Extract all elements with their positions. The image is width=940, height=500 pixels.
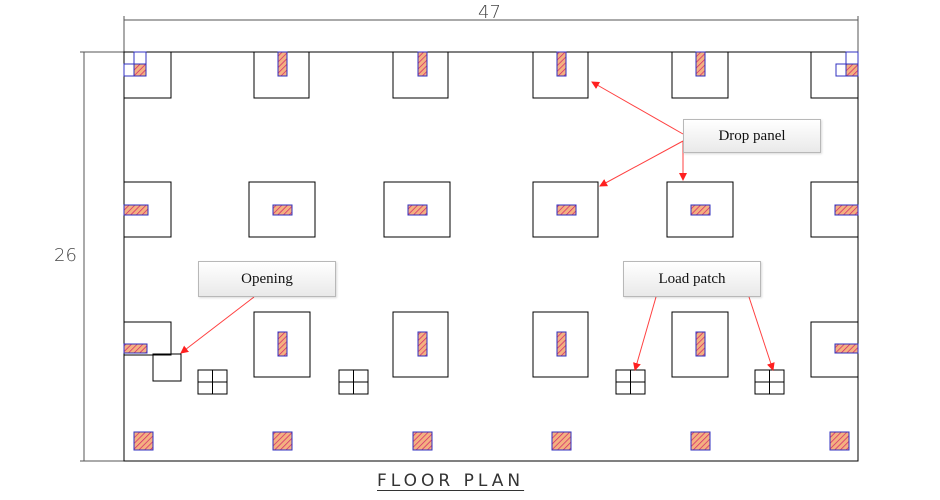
openings xyxy=(152,353,182,382)
drop-panel xyxy=(383,181,451,238)
floor-plan-title: FLOOR PLAN xyxy=(377,471,525,491)
column xyxy=(695,331,706,357)
corner-column-detail xyxy=(845,51,859,65)
drop-panel xyxy=(123,51,172,99)
corner-column xyxy=(133,63,147,77)
column xyxy=(690,204,711,216)
callout-arrow xyxy=(591,81,684,135)
callout-arrow xyxy=(748,296,775,371)
drop-panel xyxy=(392,311,449,378)
corner-column xyxy=(845,63,859,77)
column xyxy=(123,204,149,216)
height-dimension xyxy=(80,51,124,462)
column xyxy=(690,431,711,451)
drop-panel xyxy=(532,311,589,378)
column xyxy=(412,431,433,451)
height-dimension-label: 26 xyxy=(54,245,77,266)
drop-panel xyxy=(123,321,172,356)
slab-outline xyxy=(123,51,859,462)
callout-arrow xyxy=(180,296,255,354)
column xyxy=(123,343,148,354)
column xyxy=(551,431,572,451)
column xyxy=(417,51,428,77)
drop-panel-callout: Drop panel xyxy=(683,119,821,153)
column xyxy=(834,204,859,216)
corner-column-detail xyxy=(133,51,147,65)
callout-arrow xyxy=(633,296,657,371)
load-patches xyxy=(197,369,785,395)
column xyxy=(407,204,428,216)
corner-column-detail xyxy=(835,63,847,77)
opening xyxy=(152,353,182,382)
column xyxy=(417,331,428,357)
width-dimension xyxy=(123,16,859,52)
column xyxy=(272,431,293,451)
callout-arrow xyxy=(599,140,684,187)
drop-panel xyxy=(253,311,311,378)
load-patch-callout: Load patch xyxy=(623,261,761,297)
column xyxy=(277,331,288,357)
column xyxy=(556,331,567,357)
width-dimension-label: 47 xyxy=(478,2,501,23)
drop-panel xyxy=(248,181,316,238)
drop-panel xyxy=(666,181,734,238)
drop-panel xyxy=(532,181,599,238)
columns xyxy=(123,51,859,451)
drop-panels xyxy=(123,51,859,378)
column xyxy=(829,431,850,451)
drop-panel xyxy=(671,311,729,378)
column xyxy=(277,51,288,77)
column xyxy=(556,51,567,77)
column xyxy=(272,204,293,216)
column xyxy=(556,204,577,216)
callout-arrows xyxy=(180,81,775,371)
opening-callout: Opening xyxy=(198,261,336,297)
column xyxy=(133,431,154,451)
column xyxy=(695,51,706,77)
corner-column-detail xyxy=(123,63,135,77)
column xyxy=(834,343,859,354)
